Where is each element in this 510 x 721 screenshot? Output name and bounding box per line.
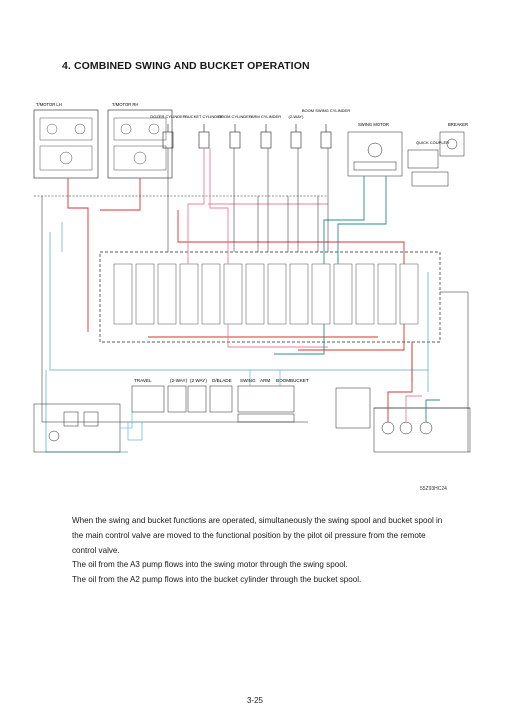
- main-pump-block: [335, 387, 471, 453]
- rcv-2way-label: (2-WAY): [170, 378, 188, 383]
- quick-coupler-label: QUICK COUPLER: [416, 140, 449, 145]
- rcv-dblade-label: D/BLADE: [212, 378, 232, 383]
- swing-motor-label: SWING MOTOR: [358, 122, 389, 127]
- boom-swing-cylinder-label: BOOM SWING CYLINDER: [302, 108, 350, 113]
- rcv-arm-label: ARM: [260, 378, 270, 383]
- main-control-valve: [99, 251, 441, 343]
- travel-motor-lh-label: T/MOTOR LH: [36, 102, 62, 107]
- dozer-cylinder-label: DOZER CYLINDER: [150, 114, 185, 119]
- pilot-pump-block: [33, 403, 121, 453]
- bucket-cylinder-label: BUCKET CYLINDER: [185, 114, 223, 119]
- travel-motor-lh: [33, 109, 99, 179]
- page-number: 3-25: [246, 696, 263, 705]
- travel-motor-rh-label: T/MOTOR RH: [112, 102, 138, 107]
- hydraulic-circuit-diagram: T/MOTOR LH T/MOTOR RH DOZER CYLINDER BUC…: [33, 102, 471, 453]
- two-way-label: (2-WAY): [289, 114, 305, 119]
- breaker-label: BREAKER: [448, 122, 468, 127]
- swing-motor: [347, 131, 403, 177]
- description-line-a3: The oil from the A3 pump flows into the …: [72, 560, 348, 570]
- description-paragraph: When the swing and bucket functions are …: [72, 516, 443, 555]
- rcv-bucket-label: BUCKET: [290, 378, 309, 383]
- boom-cylinder-label: BOOM CYLINDER: [218, 114, 252, 119]
- description-line-a2: The oil from the A2 pump flows into the …: [72, 575, 362, 585]
- pilot-pump-accent: [120, 412, 143, 441]
- rcv-boom-label: BOOM: [276, 378, 290, 383]
- rcv-2way-b-label: (2 WAY): [190, 378, 207, 383]
- pump-a3-flow: [274, 176, 387, 355]
- cylinder-symbols: [162, 124, 332, 149]
- rcv-swing-label: SWING: [240, 378, 256, 383]
- remote-control-valves: [131, 385, 295, 423]
- main-pump-flow: [387, 342, 440, 422]
- arm-cylinder-label: ARM CYLINDER: [251, 114, 281, 119]
- breaker: [407, 131, 465, 187]
- description: When the swing and bucket functions are …: [72, 514, 450, 588]
- pump-a1-flow: [67, 178, 405, 351]
- return-lines: [41, 148, 469, 452]
- rcv-pilot-feeds: [249, 370, 281, 386]
- diagram-code: 55Z93HC24: [420, 486, 447, 492]
- travel-motor-rh: [107, 109, 173, 179]
- rcv-travel-label: TRAVEL: [134, 378, 152, 383]
- section-title: 4. COMBINED SWING AND BUCKET OPERATION: [62, 60, 310, 72]
